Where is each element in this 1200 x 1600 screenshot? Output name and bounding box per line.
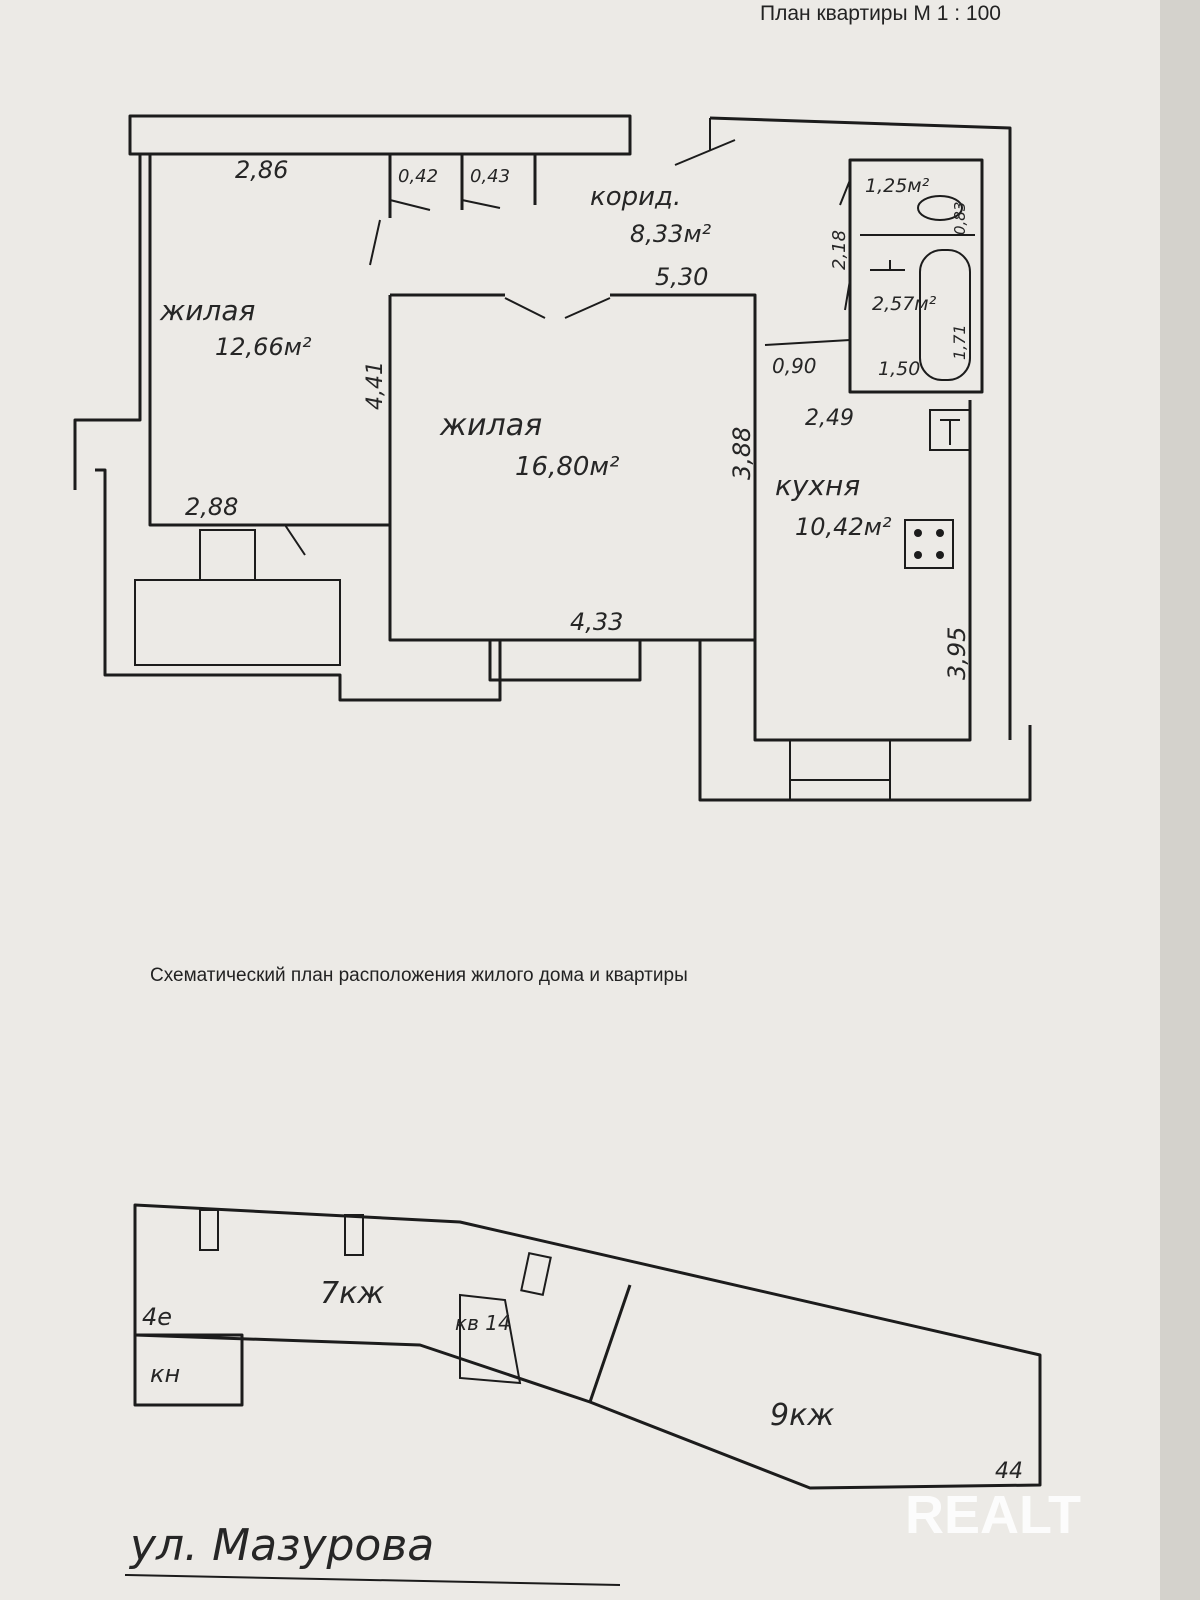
plan-title: План квартиры М 1 : 100 [760, 2, 1001, 25]
bathroom-area: 2,57м² [872, 293, 937, 315]
realt-watermark-logo: REALT [905, 1485, 1081, 1545]
bathroom-dim-a: 1,71 [950, 324, 969, 360]
floor-plan-labels: корид. 8,33м² жилая 12,66м² жилая 16,80м… [159, 156, 971, 680]
living-large-label: жилая [439, 408, 542, 443]
bathroom-dim-b: 1,50 [878, 358, 920, 380]
scheme-corner-right: 44 [995, 1459, 1023, 1484]
kitchen-label: кухня [775, 469, 860, 502]
scheme-kn: кн [150, 1360, 180, 1388]
street-underline [124, 1574, 621, 1586]
watermark-text: REALT [905, 1485, 1081, 1545]
dim-closet-2: 0,43 [470, 166, 510, 187]
kitchen-area: 10,42м² [795, 513, 892, 541]
site-scheme: 7кж 9кж кв 14 4е кн 44 ул. Мазурова [124, 1203, 1042, 1586]
page-edge [1160, 0, 1200, 1600]
corridor-label: корид. [590, 182, 681, 212]
living-small-label: жилая [159, 294, 255, 327]
dim-left-room-bottom: 2,88 [185, 493, 238, 521]
dim-top-left: 2,86 [235, 156, 288, 184]
dim-large-room-height: 3,88 [728, 427, 756, 480]
scheme-flat: кв 14 [455, 1311, 511, 1335]
dim-bath-block: 2,18 [829, 230, 850, 270]
dim-corridor-len: 5,30 [655, 263, 708, 291]
dim-kitchen-width: 2,49 [805, 406, 854, 431]
floor-plan-walls [73, 114, 1032, 802]
living-large-area: 16,80м² [515, 452, 619, 482]
wc-dim: 0,83 [951, 202, 969, 235]
living-small-area: 12,66м² [215, 333, 312, 361]
dim-closet-1: 0,42 [398, 166, 438, 187]
wc-area: 1,25м² [865, 175, 930, 197]
dim-doorway: 0,90 [772, 354, 817, 378]
scheme-building-1: 7кж [320, 1276, 384, 1311]
dim-kitchen-height: 3,95 [943, 627, 971, 680]
dim-large-room-bottom: 4,33 [570, 608, 623, 636]
scheme-building-2: 9кж [770, 1398, 834, 1433]
corridor-area: 8,33м² [630, 220, 712, 248]
flat-marker [459, 1293, 522, 1385]
scheme-title: Схематический план расположения жилого д… [150, 965, 688, 986]
street-name: ул. Мазурова [128, 1520, 434, 1571]
scheme-corner-left: 4е [142, 1303, 172, 1331]
dim-left-room-height: 4,41 [363, 361, 388, 410]
